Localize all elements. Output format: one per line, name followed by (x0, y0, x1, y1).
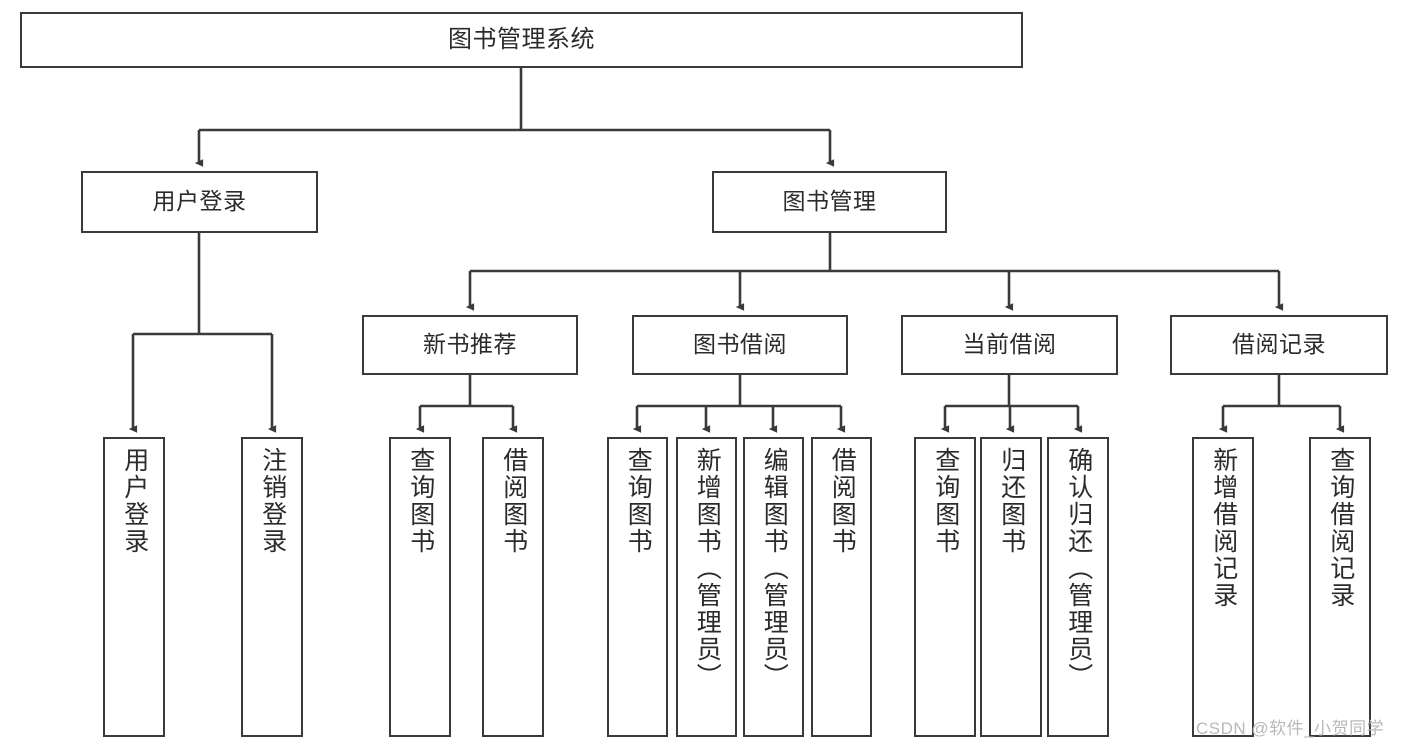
leaf-return-book[interactable]: 归还图书 (980, 437, 1042, 737)
node-new-book-recommend[interactable]: 新书推荐 (362, 315, 578, 375)
node-label: 查询图书 (624, 447, 653, 555)
node-label: 归还图书 (997, 447, 1026, 555)
leaf-logout[interactable]: 注销登录 (241, 437, 303, 737)
node-label: 新书推荐 (423, 331, 517, 358)
node-borrow-record[interactable]: 借阅记录 (1170, 315, 1388, 375)
node-label: 查询图书 (406, 447, 435, 555)
node-book-management[interactable]: 图书管理 (712, 171, 947, 233)
node-label: 编辑图书（管理员） (760, 447, 789, 690)
node-label: 确认归还（管理员） (1064, 447, 1093, 690)
leaf-add-borrow-record[interactable]: 新增借阅记录 (1192, 437, 1254, 737)
node-label: 图书管理系统 (448, 25, 595, 53)
node-label: 用户登录 (152, 188, 247, 215)
leaf-add-book-admin[interactable]: 新增图书（管理员） (676, 437, 737, 737)
node-label: 查询图书 (931, 447, 960, 555)
node-label: 当前借阅 (962, 331, 1057, 358)
leaf-borrow-book[interactable]: 借阅图书 (811, 437, 872, 737)
leaf-user-login[interactable]: 用户登录 (103, 437, 165, 737)
leaf-query-book-recommend[interactable]: 查询图书 (389, 437, 451, 737)
leaf-query-book-borrow[interactable]: 查询图书 (607, 437, 668, 737)
node-book-borrow[interactable]: 图书借阅 (632, 315, 848, 375)
node-user-login[interactable]: 用户登录 (81, 171, 318, 233)
leaf-query-book-current[interactable]: 查询图书 (914, 437, 976, 737)
leaf-query-borrow-record[interactable]: 查询借阅记录 (1309, 437, 1371, 737)
node-label: 新增图书（管理员） (693, 447, 722, 690)
node-label: 新增借阅记录 (1209, 447, 1238, 609)
node-label: 查询借阅记录 (1326, 447, 1355, 609)
csdn-watermark: CSDN @软件_小贺同学 (1196, 719, 1385, 738)
node-label: 图书管理 (782, 188, 877, 215)
node-label: 借阅记录 (1232, 331, 1326, 358)
node-label: 图书借阅 (693, 331, 787, 358)
node-label: 注销登录 (258, 447, 287, 555)
node-label: 借阅图书 (828, 447, 857, 555)
node-current-borrow[interactable]: 当前借阅 (901, 315, 1118, 375)
leaf-confirm-return-admin[interactable]: 确认归还（管理员） (1047, 437, 1109, 737)
node-label: 用户登录 (120, 447, 149, 555)
leaf-borrow-book-recommend[interactable]: 借阅图书 (482, 437, 544, 737)
node-label: 借阅图书 (499, 447, 528, 555)
leaf-edit-book-admin[interactable]: 编辑图书（管理员） (743, 437, 804, 737)
node-root-system[interactable]: 图书管理系统 (20, 12, 1023, 68)
